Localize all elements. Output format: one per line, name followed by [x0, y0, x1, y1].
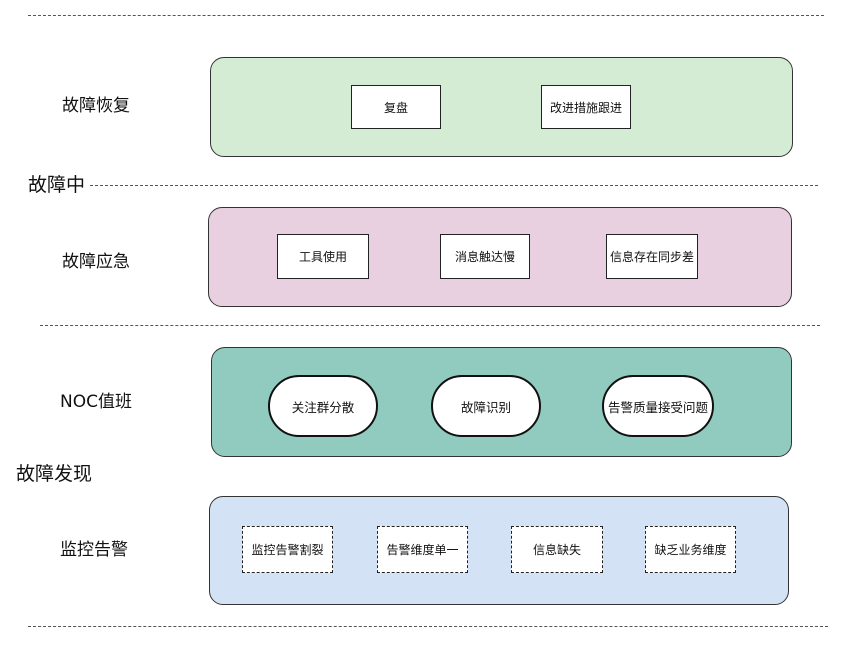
pill-fault-identification: 故障识别 [431, 375, 541, 437]
pill-group-scattered: 关注群分散 [268, 375, 378, 437]
box-tool-usage: 工具使用 [277, 234, 369, 279]
separator-top [28, 15, 824, 16]
box-info-missing: 信息缺失 [511, 526, 603, 573]
lane-label-emergency: 故障应急 [62, 252, 130, 272]
box-improvement-followup: 改进措施跟进 [541, 85, 631, 129]
stage-label-during: 故障中 [28, 174, 86, 196]
box-lack-business-dimension: 缺乏业务维度 [645, 526, 736, 573]
lane-recovery [210, 57, 793, 157]
box-review: 复盘 [351, 85, 441, 129]
lane-label-recovery: 故障恢复 [62, 96, 130, 116]
separator-bottom [28, 626, 828, 627]
lane-label-noc: NOC值班 [60, 392, 132, 412]
stage-label-discover: 故障发现 [16, 463, 93, 485]
box-alert-single-dimension: 告警维度单一 [377, 526, 468, 573]
separator-middle [40, 325, 820, 326]
box-message-slow: 消息触达慢 [440, 234, 530, 279]
box-monitor-split: 监控告警割裂 [242, 526, 333, 573]
lane-label-monitor: 监控告警 [60, 540, 128, 560]
pill-alert-quality: 告警质量接受问题 [602, 375, 714, 437]
separator-during [90, 185, 818, 186]
box-info-sync-gap: 信息存在同步差 [606, 234, 698, 279]
